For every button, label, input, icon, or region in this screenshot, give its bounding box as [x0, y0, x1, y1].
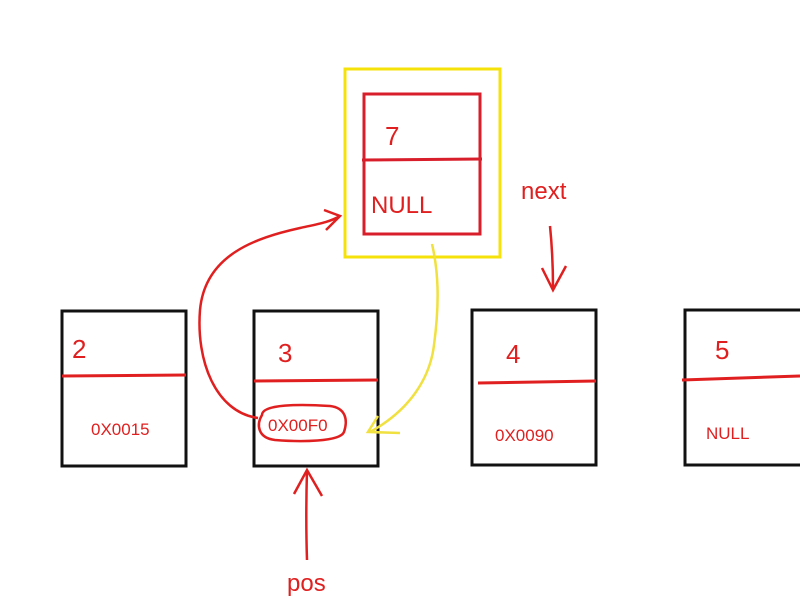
node-divider-4 [477, 379, 597, 385]
node-box-3 [252, 309, 380, 468]
yellow-arrow-to-node-3 [369, 243, 439, 434]
pos-pointer-arrow-head [292, 467, 324, 497]
new-node-value: 7 [385, 121, 400, 151]
node-box-2 [60, 309, 188, 468]
node-next-4: 0X0090 [495, 426, 554, 445]
next-pointer-arrow-head [540, 265, 568, 293]
node-next-2: 0X0015 [91, 420, 150, 439]
new-node-divider [361, 157, 483, 162]
link-arrow-head-to-new-node [323, 208, 343, 231]
node-value-5: 5 [715, 335, 730, 365]
node-value-2: 2 [72, 334, 87, 364]
new-node-box [362, 92, 482, 236]
node-box-4 [470, 308, 598, 467]
pos-label: pos [287, 570, 326, 597]
node-divider-3 [253, 378, 379, 383]
node-divider-2 [61, 373, 187, 378]
highlight-circle-0x00f0 [257, 403, 347, 443]
pos-pointer-arrow [305, 469, 309, 561]
new-node-next: NULL [371, 192, 433, 219]
node-value-4: 4 [506, 339, 521, 369]
next-label: next [521, 178, 567, 205]
node-divider-5 [681, 374, 800, 382]
link-arrow-to-new-node [198, 214, 341, 420]
node-value-3: 3 [278, 338, 293, 368]
node-next-3: 0X00F0 [268, 416, 328, 435]
new-node-highlight [343, 67, 502, 259]
next-pointer-arrow [548, 225, 555, 289]
node-next-5: NULL [706, 424, 750, 443]
node-box-5 [683, 308, 800, 467]
yellow-arrow-head [365, 415, 401, 435]
